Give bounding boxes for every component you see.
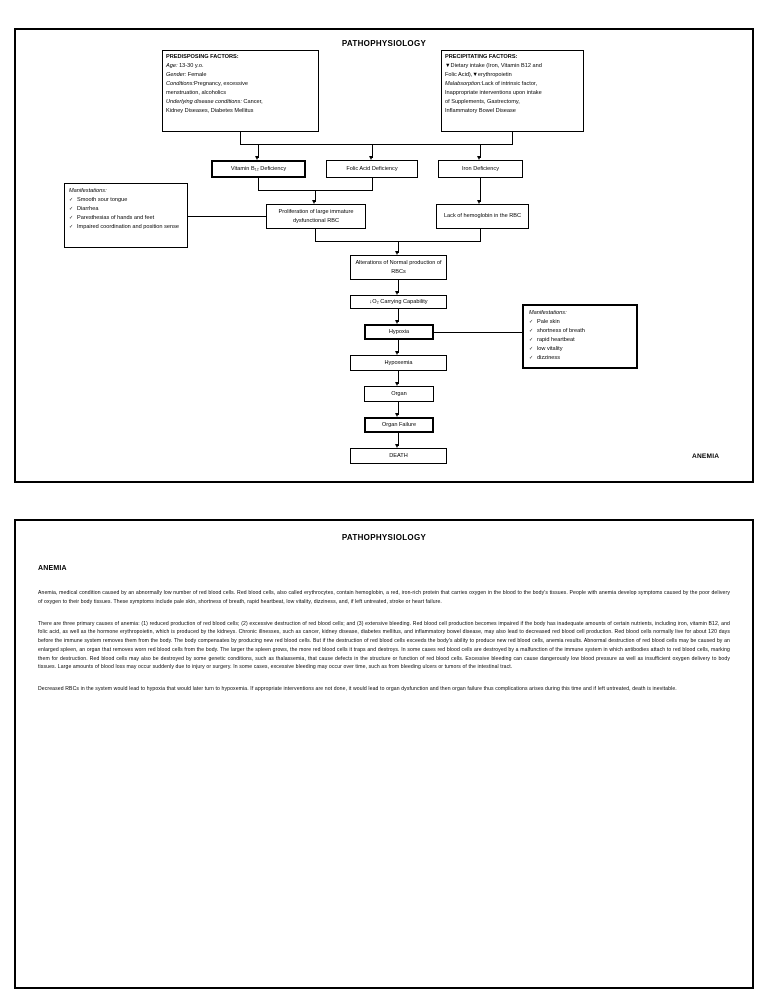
arrowhead (477, 156, 482, 160)
pathophysiology-flowchart: PREDISPOSING FACTORS: Age: 13-30 y.o. Ge… (16, 30, 752, 481)
connector (398, 371, 400, 384)
manifestation-item: shortness of breath (529, 327, 585, 336)
article-body: Anemia, medical condition caused by an a… (38, 589, 730, 707)
proliferation-box: Proliferation of large immature dysfunct… (266, 204, 366, 229)
folic-acid-deficiency-box: Folic Acid Deficiency (326, 160, 418, 178)
lack-hemoglobin-box: Lack of hemoglobin in the RBC (436, 204, 529, 229)
page-title: PATHOPHYSIOLOGY (341, 533, 427, 542)
manifestation-item: rapid heartbeat (529, 336, 585, 345)
precipitating-factors-box: PRECIPITATING FACTORS: ▼Dietary intake (… (441, 50, 584, 132)
arrowhead (395, 351, 400, 355)
arrowhead (255, 156, 260, 160)
precipitating-line: of Supplements, Gastrectomy, (445, 99, 520, 106)
node-label: Iron Deficiency (462, 165, 499, 172)
manifestation-item: dizziness (529, 354, 585, 363)
node-label: Hypoxemia (384, 359, 413, 366)
node-label: Proliferation of large immature dysfunct… (278, 209, 354, 224)
connector-bus (240, 144, 513, 146)
predisposing-line: Underlying disease conditions: Cancer, (166, 99, 263, 106)
node-label: Vitamin B₁₂ Deficiency (230, 165, 287, 172)
diagram-page: PATHOPHYSIOLOGY PREDISPOSING FACTORS: Ag… (14, 28, 754, 483)
manifestations-left-box: Manifestations: Smooth sour tongue Diarr… (64, 183, 188, 248)
manifestation-item: Paresthesias of hands and feet (69, 214, 179, 223)
connector (434, 332, 522, 334)
connector (398, 340, 400, 353)
connector (480, 178, 482, 202)
manifestation-item: Smooth sour tongue (69, 196, 179, 205)
precipitating-title: PRECIPITATING FACTORS: (445, 54, 518, 60)
predisposing-line: Age: 13-30 y.o. (166, 63, 204, 70)
connector (240, 132, 242, 144)
precipitating-line: Inflammatory Bowel Disease (445, 108, 516, 115)
node-label: Organ (391, 390, 407, 397)
connector (258, 144, 260, 158)
manifestation-item: low vitality (529, 345, 585, 354)
predisposing-line: menstruation, alcoholics (166, 90, 227, 97)
paragraph: Decreased RBCs in the system would lead … (38, 686, 677, 692)
arrowhead (395, 382, 400, 386)
precipitating-line: Folic Acid),▼erythropoietin (445, 72, 512, 79)
manifestations-list: Smooth sour tongue Diarrhea Paresthesias… (69, 196, 179, 232)
arrowhead (395, 444, 400, 448)
precipitating-line: Malabsorption:Lack of intrinsic factor, (445, 81, 538, 88)
connector (398, 309, 400, 322)
connector (398, 402, 400, 415)
manifestation-item: Diarrhea (69, 205, 179, 214)
manifestations-title: Manifestations: (529, 310, 567, 316)
arrowhead (395, 291, 400, 295)
connector (480, 144, 482, 158)
death-box: DEATH (350, 448, 447, 464)
hypoxemia-box: Hypoxemia (350, 355, 447, 371)
connector (372, 178, 374, 190)
manifestations-title: Manifestations: (69, 188, 107, 194)
connector (188, 216, 266, 218)
node-label: Folic Acid Deficiency (346, 165, 398, 172)
predisposing-line: Gender: Female (166, 72, 207, 79)
corner-label-anemia: ANEMIA (692, 453, 720, 460)
predisposing-title: PREDISPOSING FACTORS: (166, 54, 239, 60)
hypoxia-box: Hypoxia (364, 324, 434, 340)
node-label: DEATH (389, 452, 408, 459)
precipitating-line: Inappropriate interventions upon intake (445, 90, 542, 97)
connector (512, 132, 514, 144)
alterations-box: Alterations of Normal production of RBCs (350, 255, 447, 280)
node-label: Hypoxia (388, 328, 410, 335)
o2-carrying-capability-box: ↓O₂ Carrying Capability (350, 295, 447, 309)
manifestations-right-box: Manifestations: Pale skin shortness of b… (522, 304, 638, 369)
connector (398, 433, 400, 446)
manifestation-item: Pale skin (529, 318, 585, 327)
text-page: PATHOPHYSIOLOGY ANEMIA Anemia, medical c… (14, 519, 754, 989)
arrowhead (369, 156, 374, 160)
iron-deficiency-box: Iron Deficiency (438, 160, 523, 178)
manifestations-list: Pale skin shortness of breath rapid hear… (529, 318, 585, 363)
section-heading: ANEMIA (38, 565, 67, 572)
precipitating-line: ▼Dietary intake (Iron, Vitamin B12 and (445, 63, 542, 70)
arrowhead (477, 200, 482, 204)
connector (315, 229, 317, 241)
vitamin-b12-deficiency-box: Vitamin B₁₂ Deficiency (211, 160, 306, 178)
paragraph: Anemia, medical condition caused by an a… (38, 590, 730, 605)
predisposing-line: Kidney Diseases, Diabetes Mellitus (166, 108, 254, 115)
arrowhead (395, 251, 400, 255)
connector (258, 178, 260, 190)
arrowhead (395, 413, 400, 417)
page-title: PATHOPHYSIOLOGY (341, 39, 427, 48)
connector (315, 190, 317, 202)
predisposing-factors-box: PREDISPOSING FACTORS: Age: 13-30 y.o. Ge… (162, 50, 319, 132)
node-label: Organ Failure (381, 421, 417, 428)
connector (480, 229, 482, 241)
manifestation-item: Impaired coordination and position sense (69, 223, 179, 232)
node-label: Lack of hemoglobin in the RBC (443, 213, 522, 220)
paragraph: There are three primary causes of anemia… (38, 620, 730, 671)
connector (398, 241, 400, 253)
node-label: ↓O₂ Carrying Capability (369, 298, 428, 305)
connector (372, 144, 374, 158)
organ-box: Organ (364, 386, 434, 402)
predisposing-line: Conditions:Pregnancy, excessive (166, 81, 248, 88)
node-label: Alterations of Normal production of RBCs (355, 260, 442, 275)
organ-failure-box: Organ Failure (364, 417, 434, 433)
arrowhead (395, 320, 400, 324)
arrowhead (312, 200, 317, 204)
connector (398, 280, 400, 293)
